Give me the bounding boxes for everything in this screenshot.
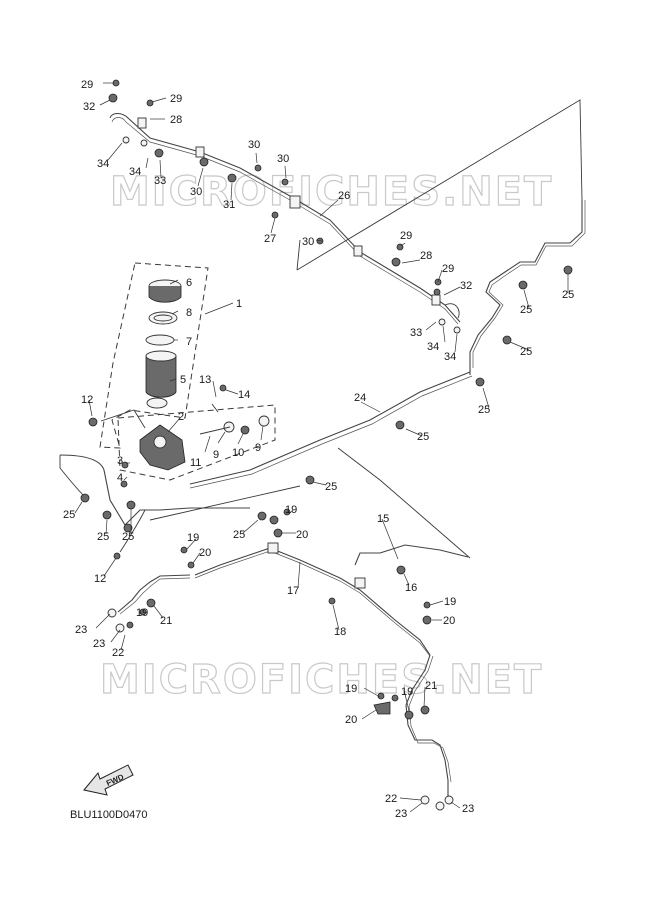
leader-lines	[74, 82, 569, 813]
pipe-route-left	[59, 454, 279, 560]
callout-23: 23	[462, 803, 474, 815]
forward-arrow-icon: FWD	[83, 764, 134, 796]
callout-4: 4	[117, 472, 123, 484]
callout-19: 19	[444, 596, 456, 608]
callout-25: 25	[478, 404, 490, 416]
callout-10: 10	[232, 447, 244, 459]
callout-30: 30	[277, 153, 289, 165]
callout-25: 25	[233, 529, 245, 541]
callout-29: 29	[400, 230, 412, 242]
callout-33: 33	[410, 327, 422, 339]
callout-20: 20	[345, 714, 357, 726]
callout-6: 6	[186, 277, 192, 289]
callout-16: 16	[405, 582, 417, 594]
callout-19: 19	[285, 504, 297, 516]
callout-28: 28	[420, 250, 432, 262]
callouts: 29 32 29 28 34 34 33 30 30 30 31 26 27 3…	[63, 79, 574, 820]
callout-34: 34	[97, 158, 109, 170]
callout-23: 23	[93, 638, 105, 650]
callout-30: 30	[190, 186, 202, 198]
callout-15: 15	[377, 513, 389, 525]
callout-25: 25	[520, 304, 532, 316]
callout-25: 25	[63, 509, 75, 521]
watermark-bottom: MICROFICHES.NET	[100, 657, 543, 703]
callout-2: 2	[178, 411, 184, 423]
callout-24: 24	[354, 392, 366, 404]
callout-1: 1	[236, 298, 242, 310]
callout-22: 22	[112, 647, 124, 659]
callout-20: 20	[296, 529, 308, 541]
callout-29: 29	[81, 79, 93, 91]
callout-29: 29	[170, 93, 182, 105]
callout-33: 33	[154, 175, 166, 187]
callout-19: 19	[401, 686, 413, 698]
callout-32: 32	[83, 101, 95, 113]
callout-30: 30	[302, 236, 314, 248]
callout-32: 32	[460, 280, 472, 292]
callout-31: 31	[223, 199, 235, 211]
bracket-outline-lower	[149, 447, 471, 559]
callout-12: 12	[94, 573, 106, 585]
callout-18: 18	[334, 626, 346, 638]
callout-21: 21	[425, 680, 437, 692]
callout-22: 22	[385, 793, 397, 805]
callout-9: 9	[255, 442, 261, 454]
callout-25: 25	[122, 531, 134, 543]
callout-12: 12	[81, 394, 93, 406]
callout-19: 19	[187, 532, 199, 544]
diagram-code: BLU1100D0470	[70, 809, 147, 821]
bracket-outline-upper	[296, 99, 583, 271]
callout-29: 29	[442, 263, 454, 275]
callout-13: 13	[199, 374, 211, 386]
callout-23: 23	[395, 808, 407, 820]
callout-21: 21	[160, 615, 172, 627]
callout-20: 20	[199, 547, 211, 559]
callout-27: 27	[264, 233, 276, 245]
callout-17: 17	[287, 585, 299, 597]
callout-11: 11	[190, 457, 201, 469]
hose-17-assembly	[107, 508, 469, 657]
callout-14: 14	[238, 389, 250, 401]
callout-7: 7	[186, 336, 192, 348]
callout-5: 5	[180, 374, 186, 386]
callout-20: 20	[443, 615, 455, 627]
callout-25: 25	[97, 531, 109, 543]
master-cylinder-group	[88, 262, 276, 488]
callout-9: 9	[213, 449, 219, 461]
callout-34: 34	[444, 351, 456, 363]
callout-25: 25	[520, 346, 532, 358]
callout-28: 28	[170, 114, 182, 126]
callout-30: 30	[248, 139, 260, 151]
callout-8: 8	[186, 307, 192, 319]
callout-19: 19	[136, 607, 148, 619]
pipe-route-right	[189, 200, 586, 489]
callout-19: 19	[345, 683, 357, 695]
callout-23: 23	[75, 624, 87, 636]
callout-34: 34	[427, 341, 439, 353]
callout-25: 25	[417, 431, 429, 443]
callout-3: 3	[117, 455, 123, 467]
callout-25: 25	[562, 289, 574, 301]
callout-26: 26	[338, 190, 350, 202]
watermark-top: MICROFICHES.NET	[110, 169, 553, 215]
hose-26-assembly	[108, 79, 461, 334]
callout-34: 34	[129, 166, 141, 178]
callout-25: 25	[325, 481, 337, 493]
